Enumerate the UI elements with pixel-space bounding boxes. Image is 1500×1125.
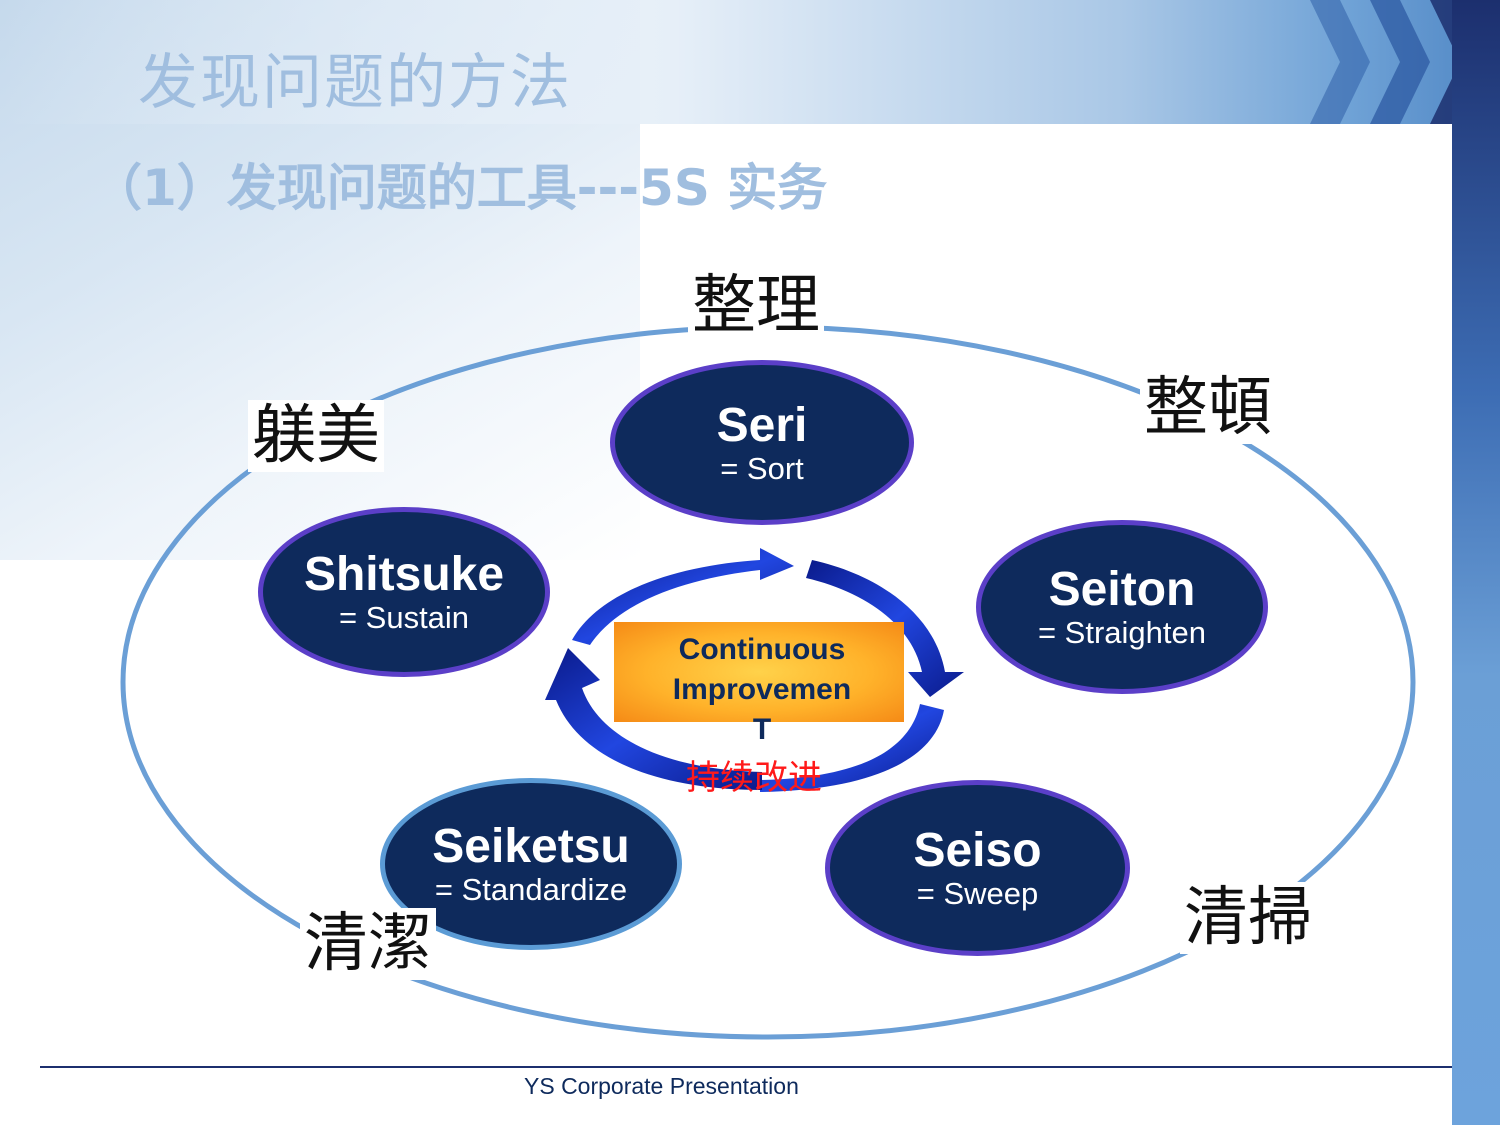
step-title: Seiton — [1048, 563, 1196, 616]
page-title: 发现问题的方法 — [138, 48, 572, 118]
kanji-label-seiketsu: 清潔 — [300, 908, 436, 980]
arrow-top — [572, 548, 794, 645]
step-subtitle: = Standardize — [434, 872, 628, 907]
step-bubble-seiso: Seiso = Sweep — [825, 780, 1130, 956]
step-subtitle: = Straighten — [1037, 615, 1207, 650]
step-bubble-seri: Seri = Sort — [610, 360, 914, 525]
step-title: Seiso — [913, 824, 1042, 877]
footer-text: YS Corporate Presentation — [524, 1073, 799, 1099]
center-label-line1: Continuous — [678, 633, 846, 666]
step-subtitle: = Sustain — [338, 600, 470, 635]
arrow-right — [806, 560, 964, 697]
center-label-text: Continuous Improvemen T — [614, 630, 910, 750]
page-subtitle: （1）发现问题的工具---5S 实务 — [92, 159, 828, 217]
arrow-left — [545, 648, 762, 790]
right-sidebar-decoration — [1452, 0, 1500, 1125]
center-label-box — [614, 622, 904, 722]
center-label-line3: T — [752, 713, 772, 746]
kanji-label-seiton: 整頓 — [1140, 372, 1276, 444]
footer-divider — [40, 1066, 1452, 1068]
step-subtitle: = Sweep — [916, 876, 1039, 911]
kanji-label-shitsuke: 躾美 — [248, 400, 384, 472]
step-subtitle: = Sort — [720, 450, 804, 486]
step-title: Seiketsu — [432, 820, 630, 873]
kanji-label-seiso: 清掃 — [1180, 882, 1316, 954]
header-band — [0, 0, 1500, 124]
step-bubble-shitsuke: Shitsuke = Sustain — [258, 507, 550, 677]
center-label-chinese: 持续改进 — [686, 758, 822, 798]
center-label-line2: Improvemen — [672, 673, 852, 706]
step-bubble-seiketsu: Seiketsu = Standardize — [380, 778, 682, 950]
step-title: Shitsuke — [303, 548, 505, 601]
step-bubble-seiton: Seiton = Straighten — [976, 520, 1268, 694]
step-title: Seri — [716, 398, 808, 452]
kanji-label-seri: 整理 — [688, 270, 824, 342]
arrow-bottom — [760, 704, 944, 792]
cycle-arrows — [545, 548, 964, 792]
